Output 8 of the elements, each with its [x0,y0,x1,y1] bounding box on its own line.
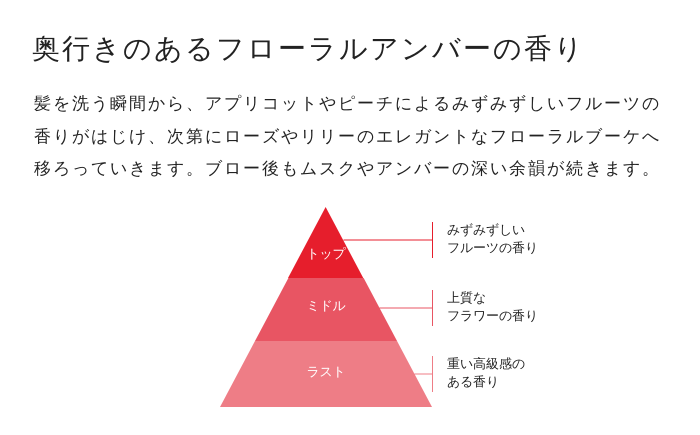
pyramid-tier: トップ [288,207,364,278]
note-text: みずみずしいフルーツの香り [432,222,538,258]
pyramid-tier: ラスト [220,341,432,407]
description-paragraph: 髪を洗う瞬間から、アプリコットやピーチによるみずみずしいフルーツの香りがはじけ、次第にローズやリリーのエレガントなフローラルブーケへ移ろっていきます。ブロー後もムスクやアンバーの深い余韻が続きます。 [34,93,662,181]
pyramid-tier: ミドル [254,278,397,341]
note-text: 上質なフラワーの香り [432,290,538,326]
note-text: 重い高級感のある香り [432,356,525,392]
title: 奥行きのあるフローラルアンバーの香り [32,31,585,67]
